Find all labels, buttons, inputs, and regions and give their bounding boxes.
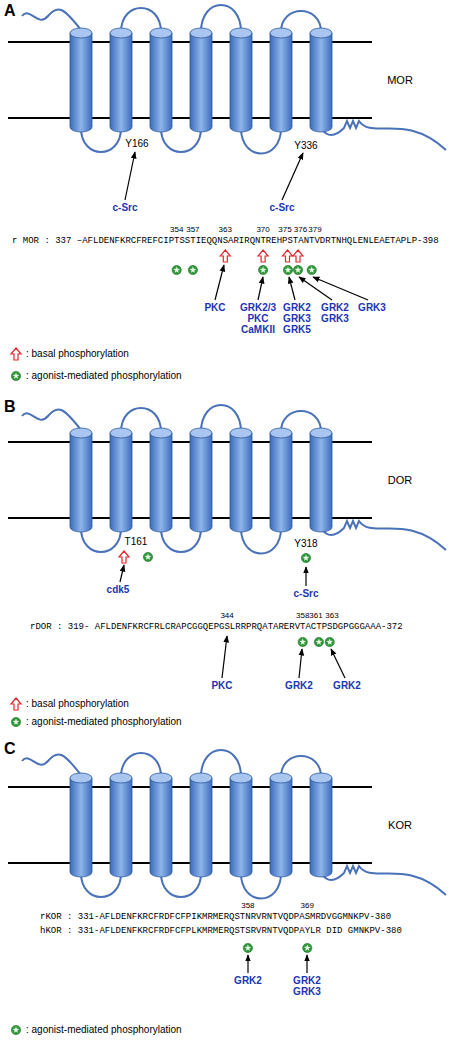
kinase-label: PKC xyxy=(204,302,225,313)
residue-number: 358 xyxy=(296,612,309,621)
residue-number: 358 xyxy=(241,902,254,911)
residue-number: 357 xyxy=(186,226,199,235)
kinase-label: GRK2 xyxy=(333,680,361,691)
residue-number: 354 xyxy=(170,226,183,235)
sequence-text: rDOR : 319- AFLDENFKRCFRLCRAPCGGQEPGSLRR… xyxy=(30,623,403,633)
kinase-label: GRK3 xyxy=(358,302,386,313)
dor-receptor xyxy=(8,405,446,554)
residue-number: 375 xyxy=(278,226,291,235)
sequence-text: rKOR : 331-AFLDENFKRCFRDFCFPIKMRMERQSTNR… xyxy=(40,913,391,923)
kinase-label: GRK2/3 PKC CaMKII xyxy=(240,302,276,335)
residue-number: 376 xyxy=(294,226,307,235)
residue-label: Y318 xyxy=(294,538,317,549)
residue-number: 363 xyxy=(219,226,232,235)
kinase-label: c-Src xyxy=(269,202,294,213)
receptor-name: DOR xyxy=(388,474,412,486)
kinase-label: GRK2 xyxy=(285,680,313,691)
residue-number: 369 xyxy=(301,902,314,911)
kor-receptor xyxy=(8,750,446,899)
mor-receptor xyxy=(8,5,446,154)
sequence-text: hKOR : 331-AFLDENFKRCFRDFCFPLKMRMERQSTSR… xyxy=(40,927,402,937)
kinase-label: cdk5 xyxy=(107,584,130,595)
residue-number: 363 xyxy=(325,612,338,621)
receptor-name: MOR xyxy=(387,74,413,86)
legend-text: : agonist-mediated phosphorylation xyxy=(26,716,182,728)
residue-number: 361 xyxy=(309,612,322,621)
residue-number: 379 xyxy=(308,226,321,235)
kinase-label: GRK2 xyxy=(234,975,262,986)
kinase-label: c-Src xyxy=(112,202,137,213)
panel-letter: C xyxy=(4,740,16,758)
leader-arrows xyxy=(120,152,368,973)
basal-markers xyxy=(11,250,303,710)
legend-text: : agonist-mediated phosphorylation xyxy=(26,1024,182,1036)
legend-text: : basal phosphorylation xyxy=(26,348,129,360)
legend-text: : basal phosphorylation xyxy=(26,698,129,710)
sequence-text: r MOR : 337 –AFLDENFKRCFREFCIPTSSTIEQQNS… xyxy=(12,237,439,247)
kinase-label: GRK2 GRK3 xyxy=(321,302,349,324)
residue-number: 370 xyxy=(256,226,269,235)
panel-letter: B xyxy=(4,398,16,416)
kinase-label: GRK2 GRK3 xyxy=(293,975,321,997)
residue-number: 344 xyxy=(220,612,233,621)
residue-label: Y336 xyxy=(294,140,317,151)
panel-letter: A xyxy=(4,2,16,20)
receptor-name: KOR xyxy=(388,819,412,831)
kinase-label: GRK2 GRK3 GRK5 xyxy=(283,302,311,335)
residue-label: T161 xyxy=(125,536,148,547)
kinase-label: c-Src xyxy=(293,588,318,599)
kinase-label: PKC xyxy=(211,680,232,691)
residue-label: Y166 xyxy=(125,138,148,149)
legend-text: : agonist-mediated phosphorylation xyxy=(26,370,182,382)
